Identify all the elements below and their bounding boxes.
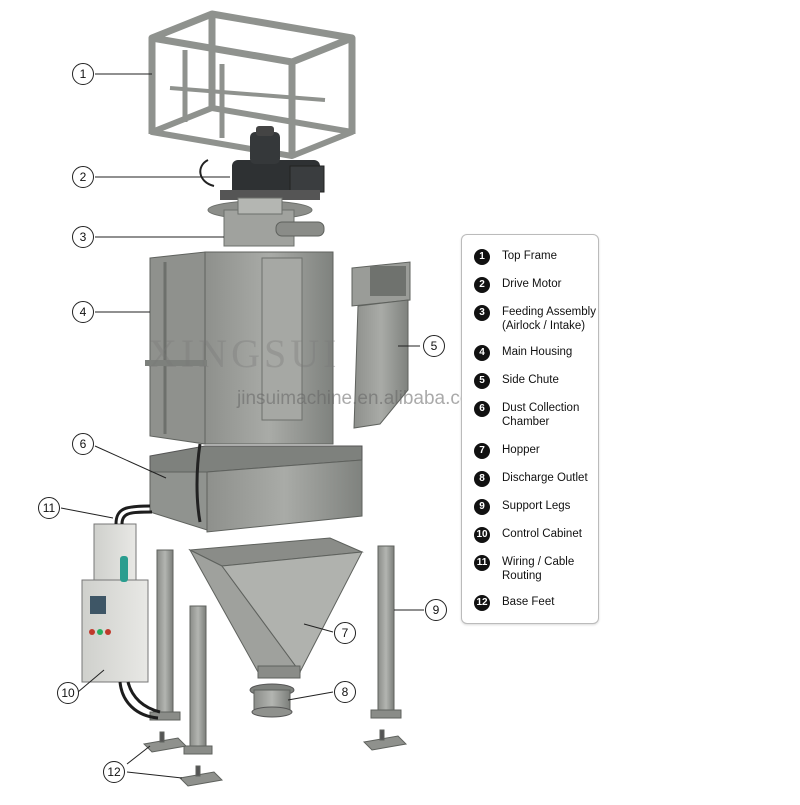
callout-5: 5	[423, 335, 445, 357]
legend-label: Drive Motor	[502, 278, 562, 290]
dust-collection-chamber	[149, 443, 363, 533]
legend-number: 4	[474, 345, 490, 361]
legend-item: 9 Support Legs	[474, 499, 570, 515]
leader-lines	[60, 73, 424, 779]
legend-item: 4 Main Housing	[474, 345, 572, 361]
legend-number: 1	[474, 249, 490, 265]
legend-number: 6	[474, 401, 490, 417]
legend-label: Discharge Outlet	[502, 472, 588, 484]
feeding-assembly	[207, 197, 325, 247]
hopper	[188, 537, 364, 679]
callout-12: 12	[103, 761, 125, 783]
control-cabinet	[81, 523, 149, 683]
watermark-brand: XINGSUI	[148, 331, 341, 376]
legend-item: 7 Hopper	[474, 443, 540, 459]
legend-label: Dust Collection Chamber	[502, 402, 580, 428]
base-feet	[142, 729, 408, 787]
legend-label: Support Legs	[502, 500, 571, 512]
callout-4: 4	[72, 301, 94, 323]
callout-11: 11	[38, 497, 60, 519]
support-legs	[149, 545, 402, 755]
wiring-cable-routing	[114, 504, 161, 720]
legend-item: 2 Drive Motor	[474, 277, 561, 293]
legend-label: Top Frame	[502, 250, 557, 262]
legend-item: 6 Dust Collection Chamber	[474, 401, 582, 429]
legend-label: Main Housing	[502, 346, 573, 358]
legend-item: 10 Control Cabinet	[474, 527, 582, 543]
legend-item: 1 Top Frame	[474, 249, 557, 265]
legend-label: Side Chute	[502, 374, 559, 386]
watermark-url: jinsuimachine.en.alibaba.com	[237, 388, 487, 409]
legend-label: Feeding Assembly (Airlock / Intake)	[502, 306, 596, 332]
legend-number: 7	[474, 443, 490, 459]
callout-1: 1	[72, 63, 94, 85]
callout-7: 7	[334, 622, 356, 644]
legend-item: 12 Base Feet	[474, 595, 554, 611]
main-housing	[145, 251, 334, 445]
legend-item: 3 Feeding Assembly (Airlock / Intake)	[474, 305, 598, 333]
side-chute	[351, 261, 411, 429]
discharge-outlet	[249, 683, 295, 718]
callout-9: 9	[425, 599, 447, 621]
legend-number: 2	[474, 277, 490, 293]
legend-number: 10	[474, 527, 490, 543]
legend-item: 5 Side Chute	[474, 373, 559, 389]
legend-item: 8 Discharge Outlet	[474, 471, 588, 487]
legend-label: Wiring / Cable Routing	[502, 556, 575, 582]
callout-8: 8	[334, 681, 356, 703]
callout-3: 3	[72, 226, 94, 248]
callout-2: 2	[72, 166, 94, 188]
callout-6: 6	[72, 433, 94, 455]
legend-number: 9	[474, 499, 490, 515]
legend-number: 8	[474, 471, 490, 487]
legend-item: 11 Wiring / Cable Routing	[474, 555, 586, 583]
drive-motor	[199, 126, 325, 200]
legend-number: 12	[474, 595, 490, 611]
legend-number: 5	[474, 373, 490, 389]
legend-label: Base Feet	[502, 596, 555, 608]
parts-legend: 1 Top Frame 2 Drive Motor 3 Feeding Asse…	[461, 234, 599, 624]
legend-number: 3	[474, 305, 490, 321]
legend-label: Hopper	[502, 444, 540, 456]
legend-number: 11	[474, 555, 490, 571]
top-frame	[148, 10, 356, 159]
callout-10: 10	[57, 682, 79, 704]
legend-label: Control Cabinet	[502, 528, 582, 540]
